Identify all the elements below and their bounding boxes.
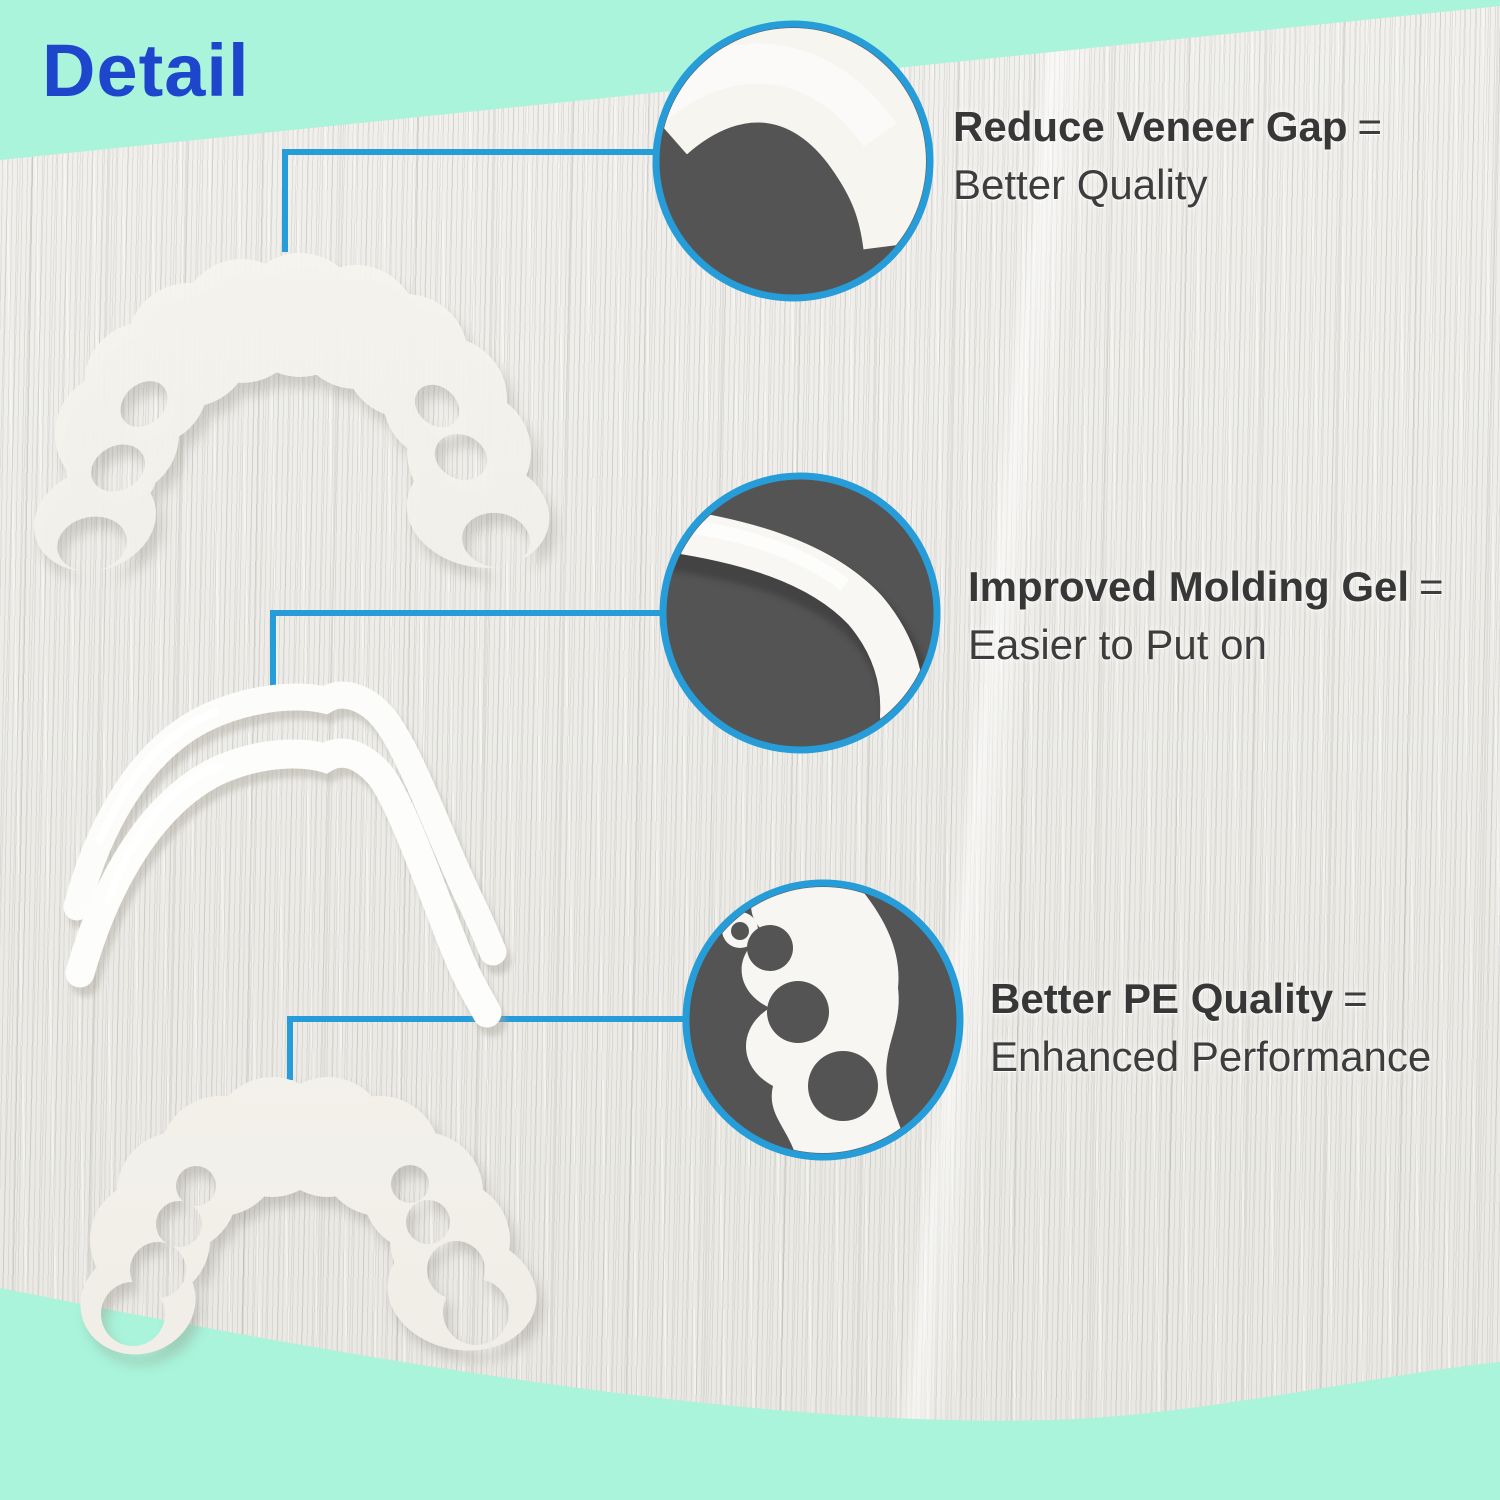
pe-strap-closeup: [690, 887, 956, 1153]
feature-title-line: Better PE Quality=: [990, 970, 1431, 1028]
feature-callout-3: Better PE Quality= Enhanced Performance: [990, 970, 1431, 1086]
equals-sign: =: [1357, 103, 1383, 150]
feature-subtitle: Better Quality: [953, 161, 1208, 208]
feature-subtitle: Easier to Put on: [968, 621, 1267, 668]
zoom-callout-circle-1: [652, 20, 934, 302]
zoom-callout-circle-3: [682, 879, 964, 1161]
equals-sign: =: [1343, 975, 1368, 1022]
equals-sign: =: [1419, 563, 1444, 610]
feature-callout-1: Reduce Veneer Gap= Better Quality: [953, 98, 1382, 214]
feature-title: Reduce Veneer Gap: [953, 103, 1348, 150]
feature-title-line: Reduce Veneer Gap=: [953, 98, 1382, 156]
feature-callout-2: Improved Molding Gel= Easier to Put on: [968, 558, 1444, 674]
feature-title-line: Improved Molding Gel=: [968, 558, 1444, 616]
feature-title: Better PE Quality: [990, 975, 1334, 1022]
zoom-callout-circle-2: [659, 472, 941, 754]
gel-strip-closeup: [667, 506, 925, 738]
feature-subtitle: Enhanced Performance: [990, 1033, 1432, 1080]
feature-title: Improved Molding Gel: [968, 563, 1410, 610]
